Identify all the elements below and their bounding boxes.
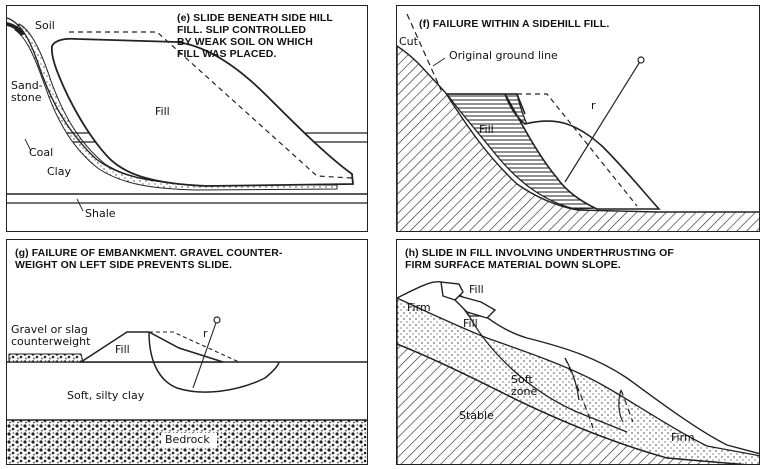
panel-g: (g) FAILURE OF EMBANKMENT. GRAVEL COUNTE… xyxy=(6,239,368,465)
label-soft-silty-clay: Soft, silty clay xyxy=(67,389,145,402)
label-fill-top: Fill xyxy=(469,283,484,296)
panel-f-diagram xyxy=(397,13,759,231)
label-fill-g: Fill xyxy=(115,343,130,356)
panel-h-diagram xyxy=(397,281,759,464)
label-fill-f: Fill xyxy=(479,123,494,136)
panel-g-diagram xyxy=(7,316,367,464)
label-stable: Stable xyxy=(459,409,494,422)
label-cut: Cut xyxy=(399,35,418,48)
label-clay: Clay xyxy=(47,165,71,178)
label-firm-bottom: Firm xyxy=(671,431,695,444)
label-coal: Coal xyxy=(29,146,54,159)
label-firm-top: Firm xyxy=(407,301,431,314)
panel-f: (f) FAILURE WITHIN A SIDEHILL FILL. Cut … xyxy=(396,5,760,232)
panel-f-title: (f) FAILURE WITHIN A SIDEHILL FILL. xyxy=(419,18,610,30)
panel-e-title: (e) SLIDE BENEATH SIDE HILL FILL. SLIP C… xyxy=(177,12,333,60)
label-radius-g: r xyxy=(203,327,208,340)
label-fill-mid: Fill xyxy=(463,317,478,330)
panel-h: (h) SLIDE IN FILL INVOLVING UNDERTHRUSTI… xyxy=(396,239,760,465)
label-radius-f: r xyxy=(591,99,596,112)
label-original-ground-line: Original ground line xyxy=(449,49,558,62)
panel-e-diagram xyxy=(7,17,367,212)
label-fill-e: Fill xyxy=(155,105,170,118)
panel-e: (e) SLIDE BENEATH SIDE HILL FILL. SLIP C… xyxy=(6,5,368,232)
panel-h-title: (h) SLIDE IN FILL INVOLVING UNDERTHRUSTI… xyxy=(405,247,674,271)
label-bedrock: Bedrock xyxy=(165,433,210,446)
label-soft-zone: Soft zone xyxy=(511,373,538,398)
label-counterweight: Gravel or slag counterweight xyxy=(11,323,91,348)
panel-g-title: (g) FAILURE OF EMBANKMENT. GRAVEL COUNTE… xyxy=(15,247,283,271)
label-soil: Soil xyxy=(35,19,55,32)
label-shale: Shale xyxy=(85,207,116,220)
label-sandstone: Sand- stone xyxy=(11,79,43,104)
